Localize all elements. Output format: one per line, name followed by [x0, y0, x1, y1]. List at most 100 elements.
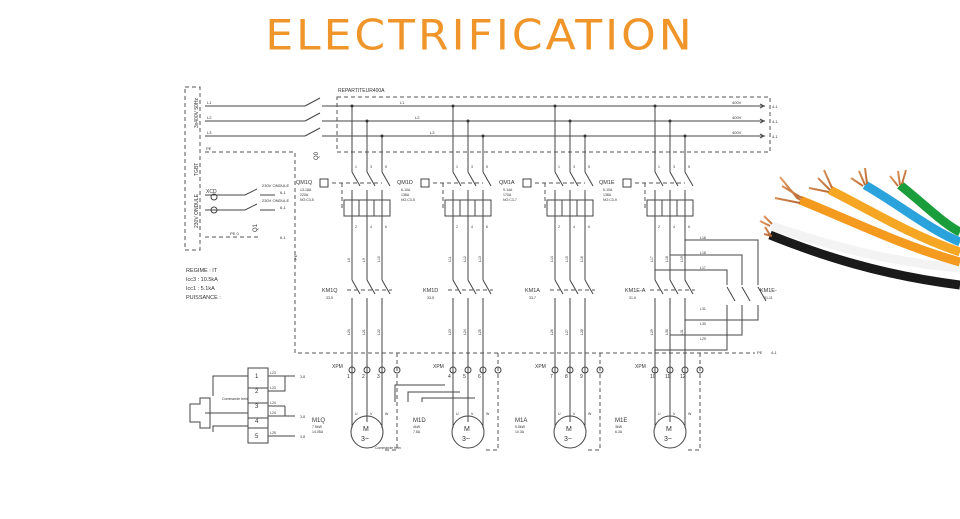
terminal-icon	[378, 366, 386, 374]
pe0-label: PE 0	[230, 231, 239, 236]
pole-number: 4	[573, 225, 575, 229]
pole-number: 5	[486, 165, 488, 169]
motor-spec: 10.3A	[515, 430, 525, 434]
motor-spec: 3kW	[615, 425, 623, 429]
ondule-output-label: 230V ONDULE	[262, 198, 289, 203]
motor-symbol: M	[666, 426, 672, 433]
terminal-icon	[363, 366, 371, 374]
motor-spec: 7.8A	[413, 430, 421, 434]
terminal-icon	[479, 366, 487, 374]
pole-number: 1	[658, 165, 660, 169]
pole-number: 4	[370, 225, 372, 229]
uvw-label: U	[456, 412, 459, 416]
pole-number: 3	[370, 165, 372, 169]
regime-line: REGIME : IT	[186, 268, 218, 274]
motor-label: M1A	[515, 418, 527, 424]
brake-symbol	[189, 397, 211, 429]
xpm-number: 10	[650, 374, 656, 380]
schematic-line	[452, 106, 462, 370]
xpm-label: XPM	[332, 364, 343, 370]
breaker-label: QM1Q	[296, 180, 313, 186]
xpm-number: 9	[580, 374, 583, 380]
motor-spec: 4kW	[413, 425, 421, 429]
wire-label: L19	[680, 256, 684, 262]
wire-label: L20	[347, 329, 351, 335]
bus-phase-label: L1	[400, 100, 405, 105]
wire-label: L28	[580, 329, 584, 335]
contactor-ref: 33-5	[326, 296, 333, 300]
pole-number: 6	[385, 225, 387, 229]
terminal-wire-label: L25	[270, 431, 276, 435]
wire-label: L6	[347, 258, 351, 262]
schematic-line	[685, 353, 701, 451]
breaker-spec: 220A	[300, 193, 309, 197]
motor-phase-symbol: 3~	[564, 436, 572, 443]
junction-dot	[553, 104, 557, 108]
tgbt-label: TGBT	[194, 163, 200, 176]
wire-label: L23	[448, 329, 452, 335]
wire-label: L18	[665, 256, 669, 262]
schematic-line	[535, 182, 585, 209]
pole-number: 4	[471, 225, 473, 229]
interlock-wire-label: L30	[700, 322, 706, 326]
thermal-relay-icon	[546, 199, 594, 217]
xpm-number: 11	[665, 374, 670, 380]
schematic-line	[757, 286, 767, 302]
terminal-ref: 3-8	[300, 375, 305, 379]
wire-label: L16	[580, 256, 584, 262]
contactor-ref: 33-7	[529, 296, 536, 300]
repartiteur-label: REPARTITEUR400A	[338, 88, 385, 94]
terminal-icon	[651, 366, 659, 374]
schematic-line	[654, 106, 664, 370]
schematic-line	[584, 136, 594, 370]
contactor-label: KM1A	[525, 288, 540, 294]
xpm-number: 7	[550, 374, 553, 380]
pole-number: 5	[385, 165, 387, 169]
pole-number: 3	[471, 165, 473, 169]
schematic-line	[661, 200, 678, 216]
repartiteur-frame	[336, 96, 771, 153]
arrow-icon	[759, 133, 766, 139]
pole-number: 1	[355, 165, 357, 169]
schematic-line	[569, 121, 579, 370]
regime-line: PUISSANCE :	[186, 295, 221, 301]
terminal-icon	[666, 366, 674, 374]
motor-symbol: M	[566, 426, 572, 433]
interlock-wire-label: L31	[700, 307, 706, 311]
uvw-label: V	[370, 412, 373, 416]
motor-label: M1D	[413, 418, 426, 424]
bus-voltage-label: 400V	[732, 115, 742, 120]
junction-dot	[466, 119, 470, 123]
breaker-spec: NO:C3-5	[401, 198, 415, 202]
pole-number: 6	[486, 225, 488, 229]
pe-label: PE	[206, 146, 212, 151]
schematic-line	[433, 182, 483, 209]
interlock-wire-label: L18	[700, 236, 706, 240]
schematic-line	[726, 286, 736, 302]
junction-dot	[668, 119, 672, 123]
breaker-label: QM1E	[599, 180, 615, 186]
junction-dot	[683, 134, 687, 138]
uvw-label: U	[558, 412, 561, 416]
contactor-ref: 31-9	[629, 296, 636, 300]
schematic-line	[366, 121, 376, 370]
contactor-b-label: KM1E-	[760, 288, 777, 294]
schematic-line	[561, 200, 578, 216]
uvw-label: V	[673, 412, 676, 416]
xpm-label: XPM	[635, 364, 646, 370]
motor-symbol: M	[363, 426, 369, 433]
wire-label: L31	[680, 329, 684, 335]
motor-spec: 5.5kW	[515, 425, 526, 429]
uvw-label: W	[486, 412, 490, 416]
wire-label: L30	[665, 329, 669, 335]
xcd-label: XCD	[206, 189, 217, 195]
motor-icon	[553, 415, 587, 449]
breaker-handle-icon	[522, 178, 532, 188]
xpm-label: XPM	[535, 364, 546, 370]
thermal-relay-icon	[343, 199, 391, 217]
breaker-spec: NO:C3-9	[603, 198, 617, 202]
terminal-row-number: 1	[255, 374, 259, 380]
uvw-label: W	[588, 412, 592, 416]
breaker-spec: NO:C3-5	[300, 198, 314, 202]
